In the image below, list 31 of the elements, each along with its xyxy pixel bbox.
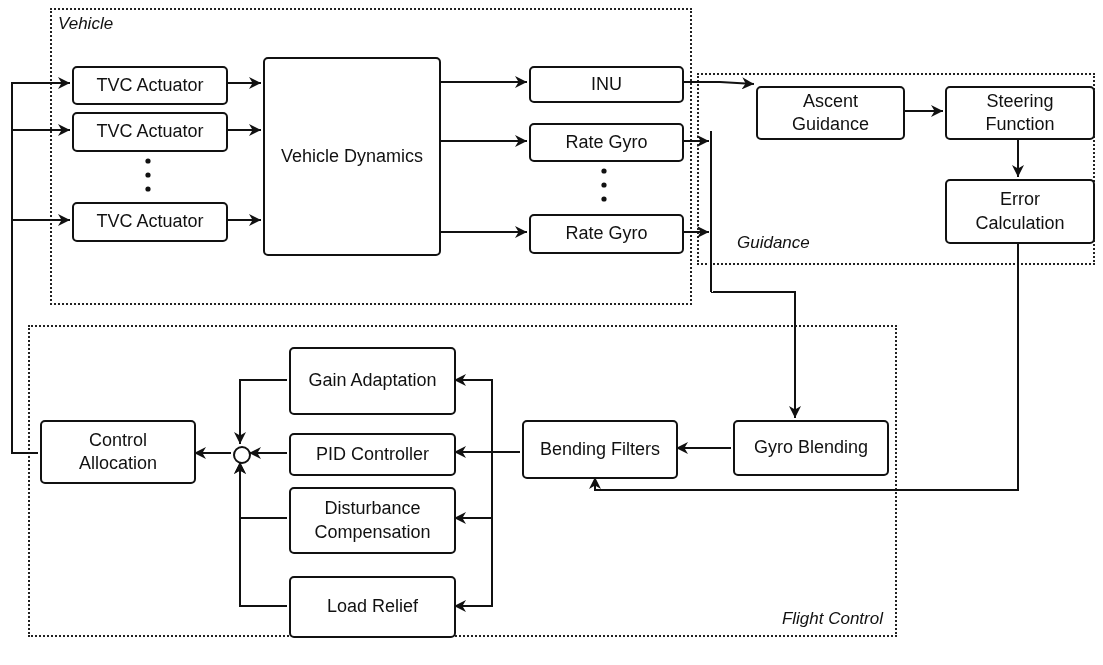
block-box: Control Allocation xyxy=(40,420,196,484)
dotted-group-frame xyxy=(50,8,692,305)
arrow xyxy=(11,214,71,454)
block-box: TVC Actuator xyxy=(72,112,228,152)
merge-bar xyxy=(709,131,713,292)
group-label: Flight Control xyxy=(781,609,883,629)
block-box: Vehicle Dynamics xyxy=(263,57,441,256)
block-box: Load Relief xyxy=(289,576,456,638)
block-box: PID Controller xyxy=(289,433,456,476)
block-box: Gyro Blending xyxy=(733,420,889,476)
block-box: Rate Gyro xyxy=(529,123,684,162)
block-box: Rate Gyro xyxy=(529,214,684,254)
arrow xyxy=(234,461,288,607)
block-box: Error Calculation xyxy=(945,179,1095,244)
arrow xyxy=(589,241,1019,491)
summing-junction xyxy=(233,446,251,464)
dotted-group-frame xyxy=(28,325,897,637)
arrow xyxy=(710,291,801,419)
block-box: Gain Adaptation xyxy=(289,347,456,415)
dotted-group-frame xyxy=(697,73,1095,265)
group-label: Guidance xyxy=(737,233,810,253)
arrow xyxy=(1012,137,1024,178)
group-label: Vehicle xyxy=(58,14,114,34)
arrow xyxy=(234,379,288,445)
block-box: Steering Function xyxy=(945,86,1095,140)
block-box: Ascent Guidance xyxy=(756,86,905,140)
block-box: Disturbance Compensation xyxy=(289,487,456,554)
block-box: TVC Actuator xyxy=(72,66,228,105)
block-box: INU xyxy=(529,66,684,103)
block-box: TVC Actuator xyxy=(72,202,228,242)
block-box: Bending Filters xyxy=(522,420,678,479)
